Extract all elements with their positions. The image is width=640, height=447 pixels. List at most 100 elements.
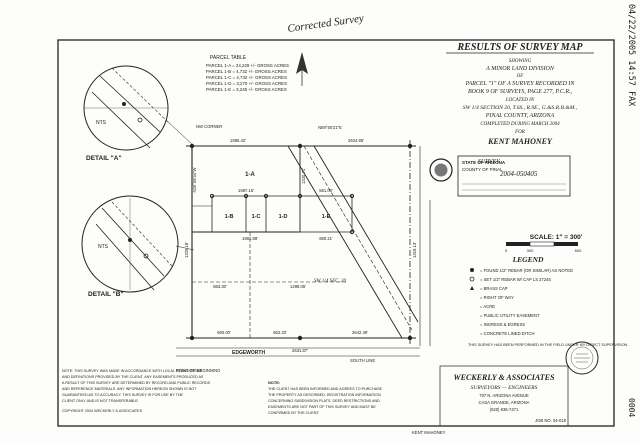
dim-label: 1325.18' <box>184 242 189 258</box>
drawing-border <box>57 39 615 427</box>
title-line-4: PARCEL "1" OF A SURVEY RECORDED IN <box>465 81 576 87</box>
firm-name: WECKERLY & ASSOCIATES <box>454 373 555 382</box>
legend: LEGEND = FOUND 1/2" REBAR (OR SIMILAR) A… <box>468 255 628 347</box>
detail-a-label: DETAIL "A" <box>86 155 122 162</box>
dim-label: 1985.42' <box>230 138 246 143</box>
firm-city: CASA GRANDE, ARIZONA <box>479 400 530 405</box>
dim-label: N00°08'34"W <box>192 168 197 193</box>
notes-left: NOTE: THIS SURVEY WAS MADE IN ACCORDANCE… <box>62 369 211 413</box>
main-plat: 1-A 1-B 1-C 1-D 1-E 1985.42' N89°50'21"E… <box>176 124 431 373</box>
stamp-line-2: COUNTY OF PINAL <box>462 167 503 172</box>
note-left-line: AND DEFINITIONS PROVIDED BY THE CLIENT. … <box>62 375 204 379</box>
map-title: RESULTS OF SURVEY MAP <box>457 42 584 53</box>
dim-label: 1298.05' <box>290 284 306 289</box>
parcel-label-1c: 1-C <box>252 214 261 220</box>
stamp-fee-number: 2004-050405 <box>500 170 538 178</box>
dim-label: N89°50'21"E <box>318 125 342 130</box>
scale-label: SCALE: 1" = 300' <box>530 234 583 241</box>
title-block: RESULTS OF SURVEY MAP SHOWING A MINOR LA… <box>446 42 594 146</box>
title-line-10: FOR <box>514 130 525 135</box>
parcel-row-4: PARCEL 1-D = 3,270 +/- GROSS ACRES <box>206 81 287 86</box>
title-line-9: COMPLETED DURING MARCH 2004 <box>480 122 560 127</box>
scale-tick-1: 300 <box>527 248 534 253</box>
note-left-line: COPYRIGHT 2004 WECKERLY & ASSOCIATES <box>62 409 143 413</box>
dim-label: POINT OF BEGINNING <box>176 368 220 373</box>
note-mid-line: CONCERNING SUBDIVISION PLATS, DEED RESTR… <box>268 399 380 403</box>
firm-address: 707 N. ARIZONA AVENUE <box>479 393 529 398</box>
parcel-table-title: PARCEL TABLE <box>210 55 247 61</box>
title-line-5: BOOK 9 OF SURVEYS, PAGE 277, P.C.R., <box>468 89 573 95</box>
legend-item-7: = INGRESS & EGRESS <box>480 322 525 327</box>
handwritten-note: Corrected Survey <box>287 12 365 35</box>
legend-item-5: = ACRE <box>480 304 495 309</box>
firm-block: WECKERLY & ASSOCIATES SURVEYORS — ENGINE… <box>412 365 569 435</box>
stamp-heading: STATE OF ARIZONA <box>462 160 506 165</box>
dim-label: 2631.87' <box>292 348 308 353</box>
scale-bar: SCALE: 1" = 300' 0 300 600 <box>505 234 583 253</box>
note-mid-line: NOTE: <box>268 380 280 385</box>
parcel-row-1: PARCEL 1-A = 24,229 +/- GROSS ACRES <box>206 63 289 68</box>
note-left-line: GUARANTEED AS TO ACCURACY. THIS SURVEY I… <box>62 393 184 397</box>
dim-label: 660.00' <box>217 330 231 335</box>
detail-b: NTS DETAIL "B" <box>81 195 179 298</box>
stamp-handwritten: SURVEY <box>478 159 500 165</box>
fax-stamp: 04/22/2005 14:57 FAX <box>626 4 636 107</box>
detail-a-nts: NTS <box>96 120 107 126</box>
note-left-line: AND REFERENCE MATERIALS. ANY INFORMATION… <box>62 387 197 391</box>
legend-item-1: = FOUND 1/2" REBAR (OR SIMILAR) AS NOTED <box>480 268 573 273</box>
parcel-label-1e: 1-E <box>322 214 331 220</box>
parcel-label-1b: 1-B <box>225 214 234 220</box>
certification-text: THIS SURVEY HAS BEEN PERFORMED IN THE FI… <box>468 343 628 347</box>
dim-label: 2624.95' <box>348 138 364 143</box>
dim-label: SW 1/4 SEC. 20 <box>314 279 346 284</box>
parcel-label-1d: 1-D <box>279 214 288 220</box>
legend-title: LEGEND <box>512 255 544 264</box>
scale-tick-0: 0 <box>505 248 508 253</box>
title-line-3: OF <box>517 74 525 79</box>
title-line-1: SHOWING <box>509 59 532 64</box>
dim-label: NW CORNER <box>196 124 222 129</box>
parcel-table: PARCEL TABLE PARCEL 1-A = 24,229 +/- GRO… <box>206 55 289 92</box>
dim-label: 561.00' <box>319 188 333 193</box>
note-left-line: CLIENT ONLY AND IS NOT TRANSFERABLE. <box>62 399 139 403</box>
detail-b-label: DETAIL "B" <box>88 291 124 298</box>
detail-a: NTS DETAIL "A" <box>83 65 171 162</box>
dim-label: 660.21' <box>319 236 333 241</box>
firm-job-no: JOB NO. 04-018 <box>535 418 567 423</box>
dim-label: 2642.49' <box>352 330 368 335</box>
legend-item-8: = CONCRETE LINED DITCH <box>480 331 535 336</box>
parcel-label-1a: 1-A <box>245 172 255 178</box>
note-mid-line: EASEMENTS ARE NOT PART OF THIS SURVEY AN… <box>268 405 376 409</box>
road-name: EDGEWORTH <box>232 350 265 356</box>
scale-tick-2: 600 <box>575 248 582 253</box>
parcel-row-2: PARCEL 1-B = 4,732 +/- GROSS ACRES <box>206 69 287 74</box>
firm-tagline: SURVEYORS — ENGINEERS <box>471 385 538 391</box>
notes-mid: NOTE: THE CLIENT HAS BEEN INFORMED AND A… <box>268 380 383 415</box>
title-line-2: A MINOR LAND DIVISION <box>485 66 555 72</box>
parcel-row-5: PARCEL 1-E = 3,245 +/- GROSS ACRES <box>206 87 287 92</box>
note-left-line: A RESULT OF THIS SURVEY ARE DETERMINED B… <box>62 381 211 385</box>
note-mid-line: THE PROPERTY AS DESCRIBED. REGISTRATION … <box>268 393 381 397</box>
client-name: KENT MAHONEY <box>487 137 553 146</box>
dim-label: 683.30' <box>213 284 227 289</box>
legend-item-6: = PUBLIC UTILITY EASEMENT <box>480 313 540 318</box>
dim-label: 1987.15' <box>238 188 254 193</box>
dim-label: SOUTH LINE <box>350 358 375 363</box>
note-mid-line: THE CLIENT HAS BEEN INFORMED AND AGREES … <box>268 387 383 391</box>
title-line-6: LOCATED IN <box>505 98 535 103</box>
page-number: 0004 <box>627 398 636 417</box>
dim-label: 1320.71' <box>301 168 306 184</box>
surveyor-seal <box>565 341 599 375</box>
dim-label: 662.33' <box>273 330 287 335</box>
dim-label: 1981.88' <box>242 236 258 241</box>
firm-client: KENT MAHONEY <box>412 430 446 435</box>
dim-label: 1319.13' <box>412 242 417 258</box>
title-line-7: SW 1/4 SECTION 20, T.6S., R.9E., G.&S.R.… <box>463 105 578 111</box>
legend-item-4: = RIGHT OF WAY <box>480 295 514 300</box>
firm-phone: (520) 836-7471 <box>490 407 519 412</box>
detail-b-nts: NTS <box>98 244 109 250</box>
legend-item-2: = SET 1/2" REBAR W/ CAP LS 27245 <box>480 277 551 282</box>
note-left-line: NOTE: THIS SURVEY WAS MADE IN ACCORDANCE… <box>62 369 203 373</box>
